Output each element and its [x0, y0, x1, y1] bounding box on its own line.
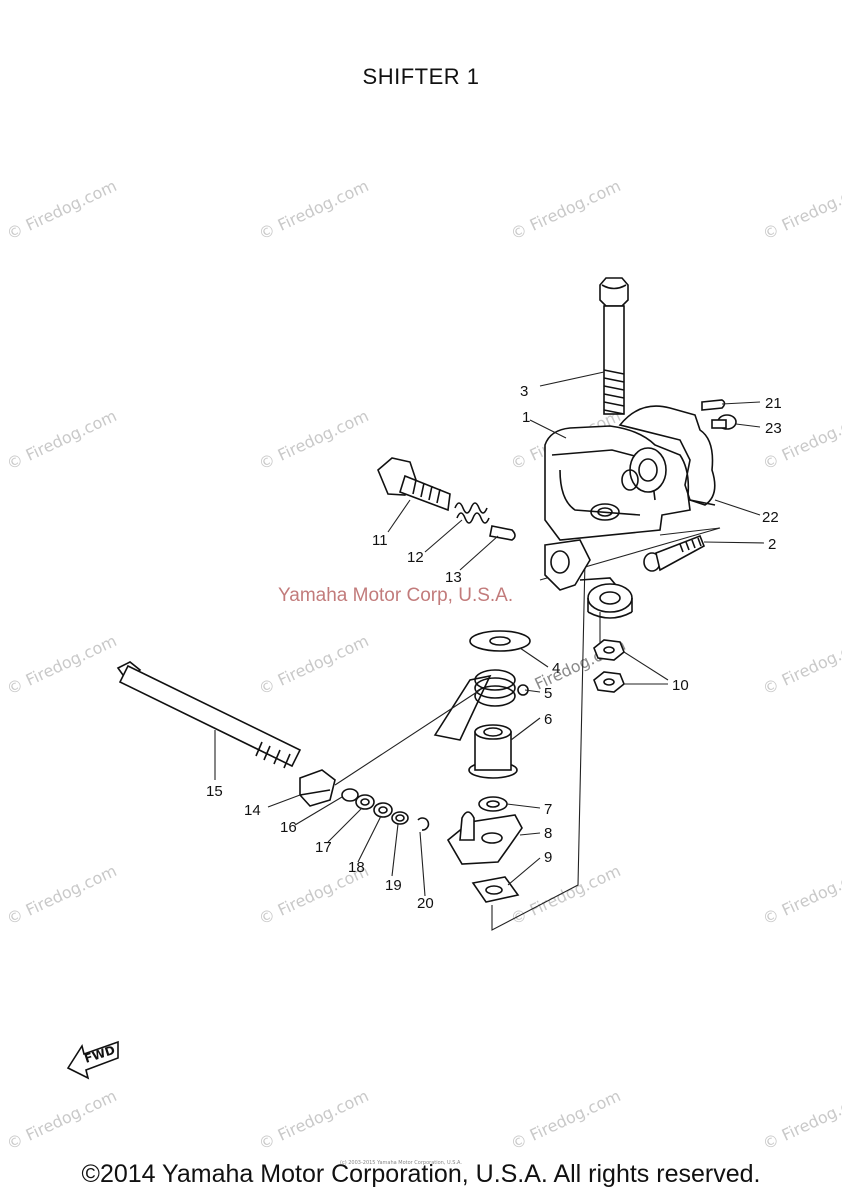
part-18-washer [373, 802, 393, 818]
callout-9: 9 [544, 849, 552, 866]
callout-23: 23 [765, 420, 782, 437]
callout-7: 7 [544, 801, 552, 818]
part-10-nuts [593, 639, 625, 693]
callout-16: 16 [280, 819, 297, 836]
watermark-tile: © Firedog.com [256, 406, 372, 474]
callout-4: 4 [552, 660, 560, 677]
watermark-tile: © Firedog.com [508, 176, 624, 244]
callout-12: 12 [407, 549, 424, 566]
leader-lines [214, 371, 765, 897]
center-watermark: Yamaha Motor Corp, U.S.A. [278, 585, 514, 606]
callout-21: 21 [765, 395, 782, 412]
callout-20: 20 [417, 895, 434, 912]
callout-11: 11 [372, 532, 388, 549]
watermark-tile: © Firedog.com [508, 1086, 624, 1154]
fine-print: (c) 2003-2015 Yamaha Motor Corporation, … [340, 1160, 462, 1166]
watermark-tile: © Firedog.com [760, 406, 842, 474]
callout-6: 6 [544, 711, 552, 728]
watermark-tile: © Firedog.com [4, 861, 120, 929]
part-21-pin [701, 399, 726, 411]
part-11-bolt [377, 457, 451, 512]
part-7-washer [478, 796, 508, 812]
part-4-washer [469, 630, 531, 652]
part-17-washer [355, 794, 375, 810]
part-19-washer [391, 811, 409, 825]
watermark-tile: © Firedog.com [760, 176, 842, 244]
callout-18: 18 [348, 859, 365, 876]
part-13-pin [489, 525, 516, 541]
part-8-cam [446, 811, 523, 865]
watermark-tile: © Firedog.com [4, 176, 120, 244]
part-22-gasket [618, 405, 716, 506]
callout-2: 2 [768, 536, 776, 553]
part-16-washer [341, 788, 359, 802]
callout-5: 5 [544, 685, 552, 702]
watermark-tile: © Firedog.com [760, 631, 842, 699]
part-20-clip [417, 817, 430, 831]
part-15-shift-rod [116, 661, 302, 769]
callout-labels: 3 1 21 23 22 2 11 12 13 4 5 6 7 8 9 10 1… [206, 383, 782, 912]
watermark-tile: © Firedog.com [760, 1086, 842, 1154]
part-14-joint [299, 769, 336, 807]
callout-13: 13 [445, 569, 462, 586]
callout-22: 22 [762, 509, 779, 526]
callout-1: 1 [522, 409, 530, 426]
part-23-screw [711, 414, 737, 430]
copyright-footer: ©2014 Yamaha Motor Corporation, U.S.A. A… [81, 1160, 761, 1188]
watermark-tile: © Firedog.com [4, 1086, 120, 1154]
part-6-collar [468, 724, 518, 779]
callout-19: 19 [385, 877, 402, 894]
part-12-spring [454, 502, 490, 524]
watermark-tile: © Firedog.com [760, 861, 842, 929]
watermark-tile: © Firedog.com [256, 631, 372, 699]
callout-10: 10 [672, 677, 689, 694]
part-9-plate [471, 876, 520, 903]
part-1-housing [544, 425, 691, 619]
watermark-tile: © Firedog.com [256, 1086, 372, 1154]
watermark-tile: © Firedog.com [4, 406, 120, 474]
part-2-bolt [643, 534, 706, 572]
watermark-tile: © Firedog.com [4, 631, 120, 699]
callout-8: 8 [544, 825, 552, 842]
part-3-bolt [599, 277, 629, 415]
callout-15: 15 [206, 783, 223, 800]
callout-14: 14 [244, 802, 261, 819]
fwd-arrow-icon: FWD [66, 1040, 119, 1080]
diagram-title: SHIFTER 1 [362, 64, 480, 89]
watermark-tile: © Firedog.com [256, 176, 372, 244]
callout-3: 3 [520, 383, 528, 400]
callout-17: 17 [315, 839, 332, 856]
